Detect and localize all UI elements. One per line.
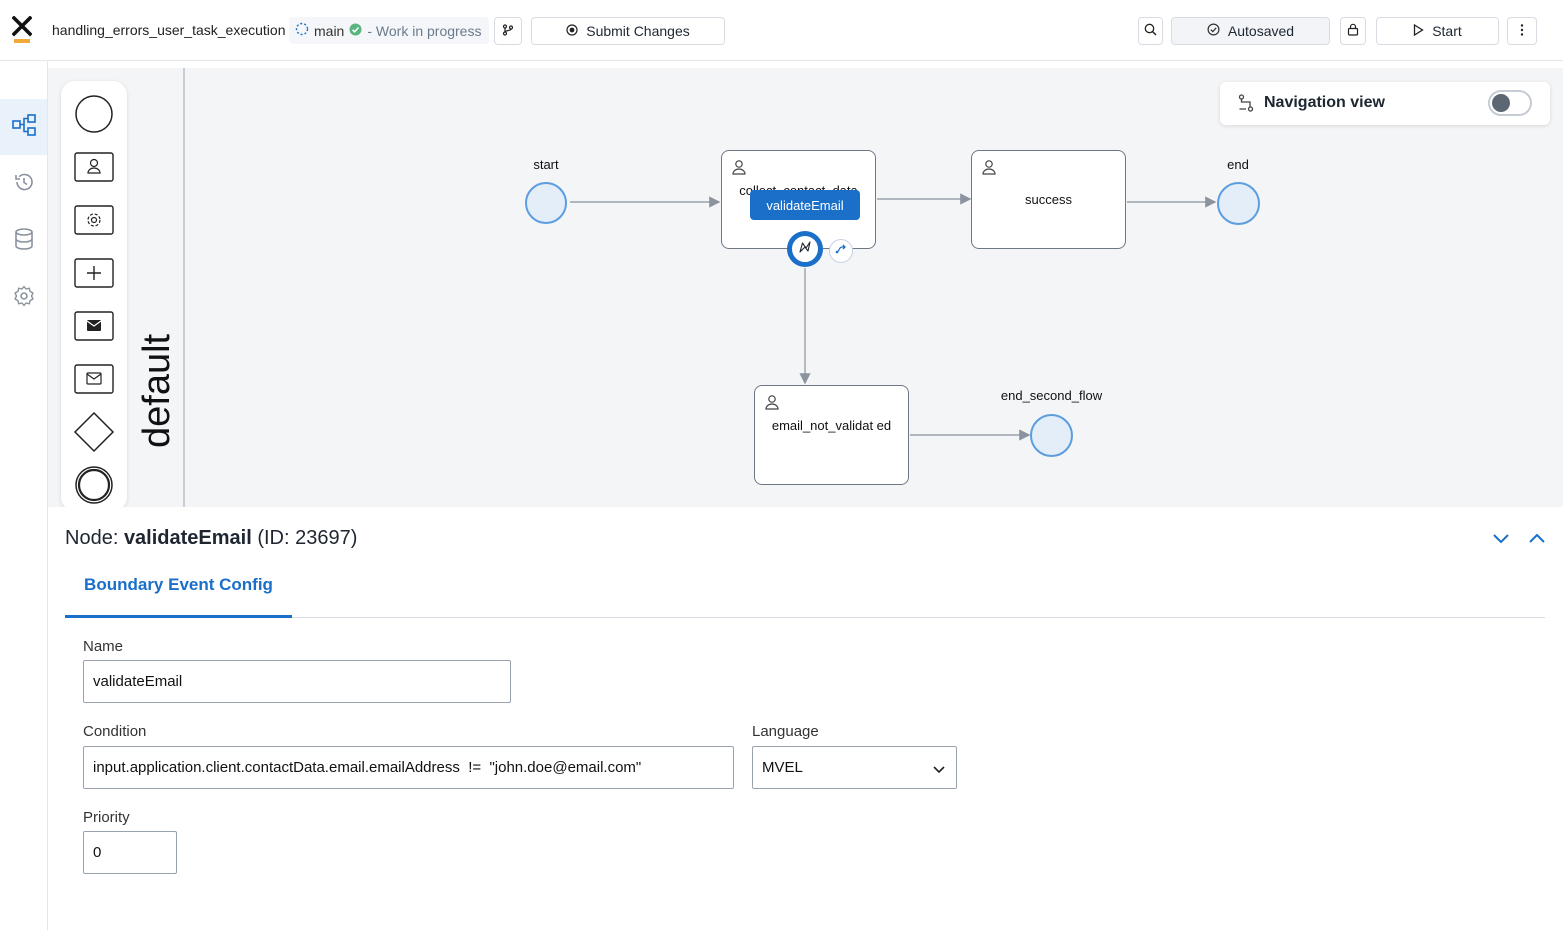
- palette-subprocess[interactable]: [73, 254, 115, 296]
- language-select[interactable]: MVEL: [752, 746, 957, 789]
- branch-icon: [295, 22, 309, 39]
- more-options-button[interactable]: [1507, 17, 1537, 45]
- start-button[interactable]: Start: [1376, 17, 1499, 45]
- connect-arrow-icon: [835, 242, 847, 260]
- gear-icon: [13, 285, 35, 312]
- end-event-label: end: [1227, 157, 1249, 172]
- sidebar-item-data[interactable]: [0, 213, 47, 269]
- navigation-view-label: Navigation view: [1264, 94, 1385, 111]
- sidebar-item-history[interactable]: [0, 156, 47, 212]
- node-title: Node: validateEmail (ID: 23697): [65, 527, 357, 550]
- language-label: Language: [752, 723, 819, 740]
- top-bar: handling_errors_user_task_execution main…: [0, 0, 1563, 61]
- task-email-not-validated-label: email_not_validat ed: [771, 418, 892, 433]
- radio-dot-icon: [566, 23, 578, 39]
- panel-tabs: Boundary Event Config: [65, 555, 1545, 618]
- lock-icon: [1347, 23, 1359, 39]
- message-receive-icon: [74, 363, 114, 399]
- properties-panel: Node: validateEmail (ID: 23697) Boundary…: [48, 507, 1563, 930]
- git-branch-icon: [502, 23, 514, 39]
- priority-field[interactable]: 0: [83, 831, 177, 874]
- database-icon: [14, 227, 34, 255]
- check-circle-icon: [1207, 23, 1220, 39]
- user-icon: [764, 394, 780, 415]
- chevron-up-icon: [1528, 531, 1546, 549]
- sidebar-item-settings[interactable]: [0, 270, 47, 326]
- expand-panel-button[interactable]: [1526, 529, 1548, 551]
- palette-service-task[interactable]: [73, 201, 115, 243]
- message-send-icon: [74, 310, 114, 346]
- start-label: Start: [1432, 23, 1462, 39]
- end-second-flow-label: end_second_flow: [1000, 388, 1103, 403]
- branch-status[interactable]: main - Work in progress: [289, 17, 490, 44]
- autosave-status: Autosaved: [1171, 17, 1330, 45]
- autosave-label: Autosaved: [1227, 23, 1295, 39]
- condition-label: Condition: [83, 723, 147, 740]
- branch-name: main: [314, 22, 345, 39]
- branch-button[interactable]: [494, 17, 522, 45]
- task-success-label: success: [1025, 192, 1072, 207]
- collapse-panel-button[interactable]: [1490, 529, 1512, 551]
- process-name: handling_errors_user_task_execution: [52, 22, 286, 38]
- submit-changes-button[interactable]: Submit Changes: [531, 17, 725, 45]
- palette-start-event[interactable]: [73, 94, 115, 139]
- toggle-knob: [1492, 94, 1510, 112]
- navigation-view-toggle[interactable]: [1488, 90, 1532, 116]
- chevron-down-icon: [1492, 531, 1510, 549]
- chevron-down-icon: [932, 762, 946, 779]
- start-event-icon: [74, 94, 114, 139]
- palette-message-receive[interactable]: [73, 360, 115, 402]
- palette-gateway[interactable]: [73, 411, 115, 458]
- history-icon: [13, 171, 35, 198]
- task-success[interactable]: success: [971, 150, 1126, 249]
- node-name: validateEmail: [123, 527, 252, 549]
- route-icon: [1238, 94, 1254, 117]
- palette-user-task[interactable]: [73, 148, 115, 190]
- more-vertical-icon: [1520, 23, 1524, 39]
- navigation-view-card: Navigation view: [1220, 82, 1550, 125]
- user-task-icon: [74, 151, 114, 187]
- tab-boundary-event-config[interactable]: Boundary Event Config: [65, 555, 292, 618]
- boundary-event-tooltip: validateEmail: [750, 190, 860, 220]
- node-prefix: Node:: [65, 527, 119, 549]
- end-second-flow-event[interactable]: [1030, 414, 1073, 457]
- search-button[interactable]: [1138, 17, 1163, 45]
- start-event-label: start: [533, 157, 559, 172]
- submit-changes-label: Submit Changes: [586, 23, 690, 39]
- end-event[interactable]: [1217, 182, 1260, 225]
- user-icon: [981, 159, 997, 180]
- flow-connectors: [570, 193, 1217, 441]
- subprocess-icon: [74, 257, 114, 293]
- end-event-icon: [74, 465, 114, 508]
- palette-message-send[interactable]: [73, 307, 115, 349]
- gateway-icon: [73, 411, 115, 458]
- app-logo[interactable]: [11, 15, 33, 44]
- sidebar-item-process[interactable]: [0, 99, 47, 155]
- left-sidebar: [0, 61, 48, 930]
- start-event[interactable]: [525, 182, 567, 224]
- priority-label: Priority: [83, 809, 130, 826]
- play-icon: [1413, 23, 1424, 39]
- condition-field[interactable]: input.application.client.contactData.ema…: [83, 746, 734, 789]
- boundary-event-inner: [791, 235, 819, 263]
- lane-strip[interactable]: [127, 68, 185, 507]
- lock-button[interactable]: [1340, 17, 1366, 45]
- task-email-not-validated[interactable]: email_not_validat ed: [754, 385, 909, 485]
- name-label: Name: [83, 638, 124, 655]
- connect-handle[interactable]: [829, 239, 853, 263]
- status-check-icon: [349, 23, 362, 39]
- boundary-event-validate-email[interactable]: [787, 231, 823, 267]
- palette-end-event[interactable]: [73, 465, 115, 508]
- node-id: (ID: 23697): [257, 527, 358, 549]
- user-icon: [731, 159, 747, 180]
- language-value: MVEL: [762, 759, 803, 776]
- process-diagram-icon: [11, 113, 36, 141]
- error-lightning-icon: [798, 240, 812, 259]
- name-field[interactable]: validateEmail: [83, 660, 511, 703]
- element-palette: [61, 81, 127, 507]
- status-text: - Work in progress: [367, 22, 482, 39]
- search-icon: [1144, 23, 1157, 39]
- service-task-icon: [74, 204, 114, 240]
- process-canvas[interactable]: default Navigation view start collect_co…: [48, 68, 1563, 507]
